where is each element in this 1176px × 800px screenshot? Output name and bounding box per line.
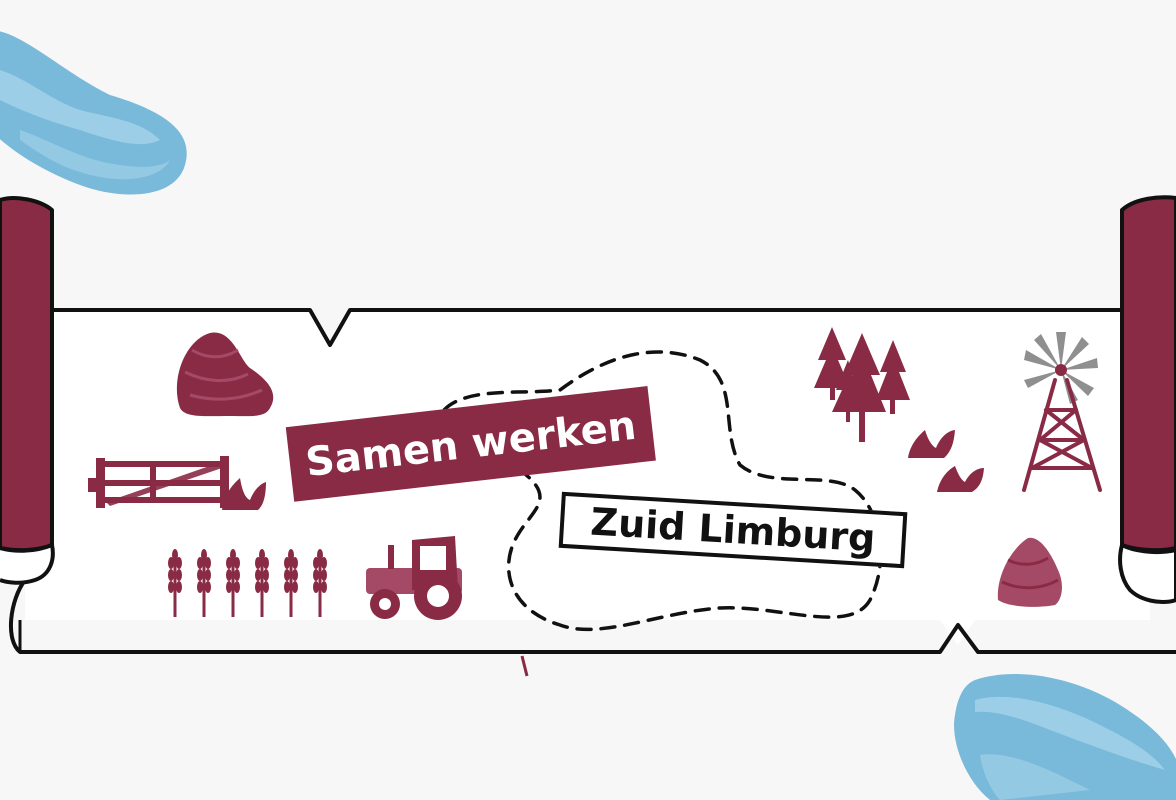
bush-icon <box>937 466 984 492</box>
pine-tree-icon <box>814 327 850 400</box>
wheat-icon <box>168 549 327 617</box>
scroll-roll-icon <box>0 196 55 585</box>
water-blob-icon <box>0 31 187 195</box>
pine-tree-icon <box>876 340 910 414</box>
hay-pile-icon <box>176 332 274 417</box>
windmill-icon <box>1022 332 1102 492</box>
pine-tree-icon <box>832 360 864 422</box>
scroll-roll-icon <box>1118 195 1176 604</box>
bush-icon <box>908 430 955 458</box>
bush-icon <box>222 478 266 510</box>
tractor-icon <box>366 536 462 620</box>
hay-pile-icon <box>997 537 1062 607</box>
dashed-route-icon <box>436 350 883 632</box>
gate-icon <box>88 456 229 508</box>
water-blob-icon <box>954 674 1176 800</box>
